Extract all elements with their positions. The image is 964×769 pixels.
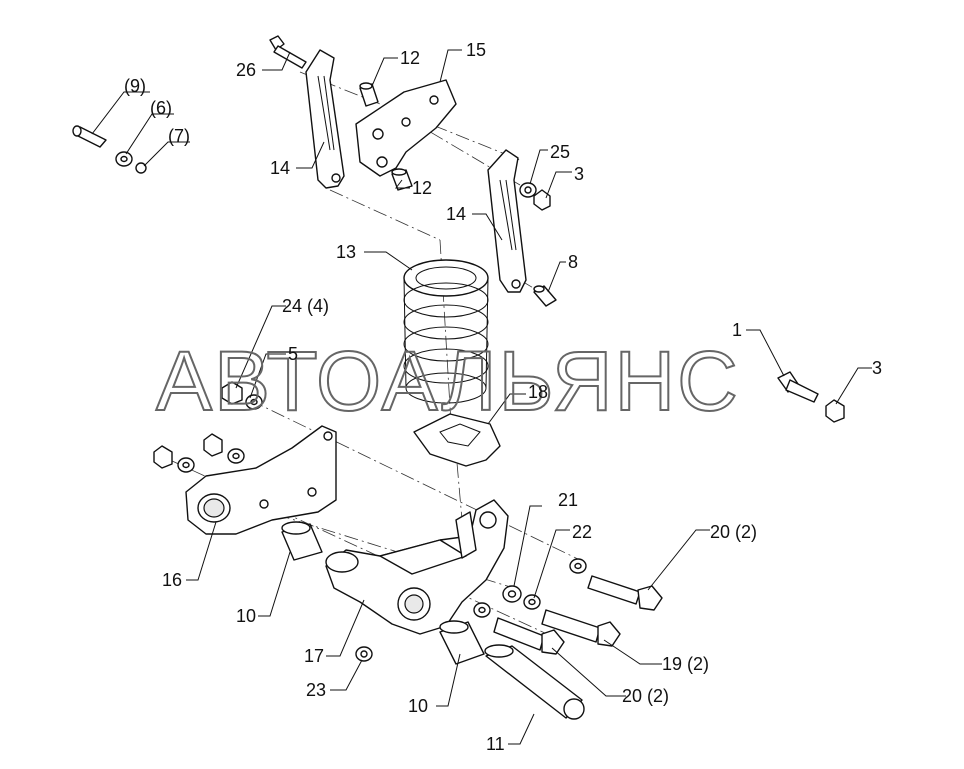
callout-5: 5 <box>288 344 298 364</box>
callout-3-upper: 3 <box>574 164 584 184</box>
bolt-part-26 <box>269 35 307 69</box>
callout-23: 23 <box>306 680 326 700</box>
callout-12-upper: 12 <box>400 48 420 68</box>
pin-part-8 <box>533 285 557 307</box>
nut-part-23 <box>355 646 373 662</box>
callout-20-lower: 20 (2) <box>622 686 669 706</box>
callout-10-right: 10 <box>408 696 428 716</box>
nut-washer-set-24 <box>153 433 245 473</box>
callout-24: 24 (4) <box>282 296 329 316</box>
bushing-part-10-left <box>281 521 323 561</box>
callout-26: 26 <box>236 60 256 80</box>
bushing-part-12-lower <box>391 168 413 191</box>
callout-22: 22 <box>572 522 592 542</box>
callout-14-right: 14 <box>446 204 466 224</box>
bolt-part-20-upper <box>587 575 663 611</box>
callout-17: 17 <box>304 646 324 666</box>
callout-19: 19 (2) <box>662 654 709 674</box>
bolt-part-1 <box>777 371 819 403</box>
lever-link-part-14-right <box>487 149 527 293</box>
lever-link-part-14-left <box>305 49 345 189</box>
callout-7: (7) <box>168 126 190 146</box>
washer-near-housing <box>473 558 587 618</box>
callout-18: 18 <box>528 382 548 402</box>
pin-part-9 <box>72 125 107 148</box>
spring-seat-part-18 <box>413 413 501 467</box>
pivot-housing-part-17 <box>325 499 509 635</box>
callout-9: (9) <box>124 76 146 96</box>
callout-14-left: 14 <box>270 158 290 178</box>
callout-20-upper: 20 (2) <box>710 522 757 542</box>
washer-part-22 <box>523 594 541 610</box>
callout-25: 25 <box>550 142 570 162</box>
bushing-part-12-upper <box>359 82 379 107</box>
coil-spring-part-13 <box>403 259 489 404</box>
bracket-plate-part-15 <box>355 79 457 177</box>
mounting-bracket-part-16 <box>185 425 337 535</box>
washer-part-25 <box>519 182 537 198</box>
clip-part-7 <box>135 162 147 174</box>
callout-6: (6) <box>150 98 172 118</box>
callout-8: 8 <box>568 252 578 272</box>
callout-1: 1 <box>732 320 742 340</box>
washer-part-6 <box>115 151 133 167</box>
bolt-part-20-lower <box>493 617 565 655</box>
nut-part-3-upper <box>533 189 551 211</box>
callout-12-lower: 12 <box>412 178 432 198</box>
callout-16: 16 <box>162 570 182 590</box>
callout-3-lower: 3 <box>872 358 882 378</box>
sleeve-part-11 <box>484 644 585 720</box>
washer-part-21 <box>502 585 522 603</box>
nut-part-3-lower <box>825 399 845 423</box>
callout-21: 21 <box>558 490 578 510</box>
nut-part-24 <box>221 381 243 405</box>
callout-labels: (9) (6) (7) 26 12 15 14 12 25 3 14 8 13 … <box>124 40 882 754</box>
callout-11: 11 <box>486 734 505 754</box>
bolt-part-19 <box>541 609 621 647</box>
watermark-text: АВТОАЛЬЯНС <box>156 334 740 428</box>
callout-15: 15 <box>466 40 486 60</box>
washer-part-5 <box>245 394 263 410</box>
bushing-part-10-right <box>439 620 485 665</box>
callout-leaders <box>91 49 872 745</box>
callout-10-left: 10 <box>236 606 256 626</box>
callout-13: 13 <box>336 242 356 262</box>
